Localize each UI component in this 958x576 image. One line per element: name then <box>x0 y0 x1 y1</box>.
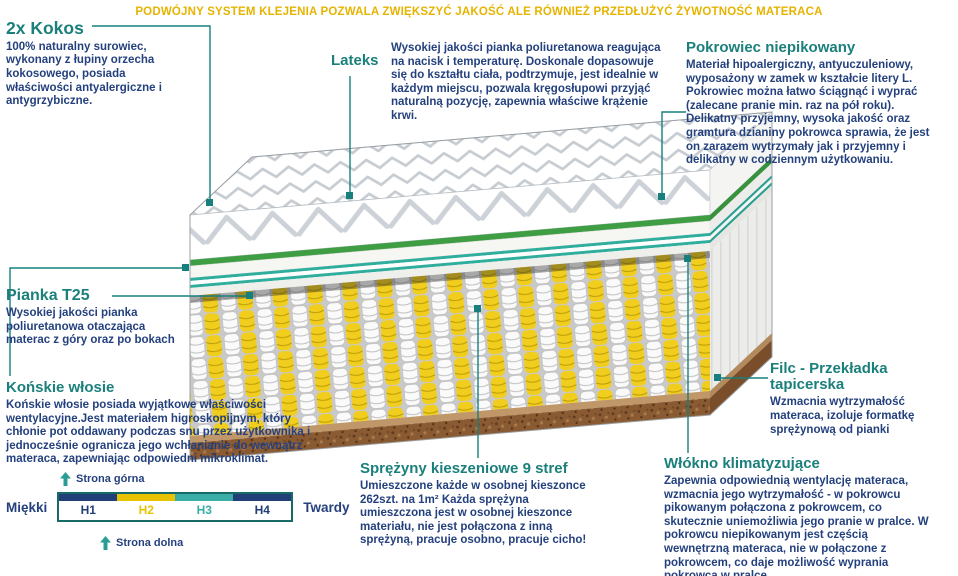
hardness-label: H3 <box>196 503 212 517</box>
connector-lateks-end <box>346 192 353 199</box>
connector-pokrowiec-end <box>658 193 665 200</box>
layer-teal-line-2 <box>190 240 710 288</box>
hardness-bar <box>59 494 118 501</box>
hardness-row: Miękki H1 H2 H3 H4 Twardy <box>6 492 350 522</box>
side-springs <box>710 193 772 391</box>
callout-sprezyny: Sprężyny kieszeniowe 9 stref Umieszczone… <box>360 460 595 548</box>
callout-pokrowiec: Pokrowiec niepikowany Materiał hipoalerg… <box>686 39 944 168</box>
connector-kokos-end <box>206 199 213 206</box>
callout-konskie-body: Końskie włosie posiada wyjątkowe właściw… <box>6 399 311 466</box>
connector-konskie-end <box>182 264 189 271</box>
hardness-bar <box>117 494 176 501</box>
callout-pianka: Pianka T25 Wysokiej jakości pianka poliu… <box>6 287 176 348</box>
callout-konskie-wlosie: Końskie włosie Końskie włosie posiada wy… <box>6 379 311 467</box>
callout-lateks-title: Lateks <box>331 52 379 69</box>
hardness-bar <box>175 494 234 501</box>
bottom-side-label: Strona dolna <box>100 536 183 550</box>
hardness-bar <box>233 494 292 501</box>
callout-lateks: Lateks Wysokiej jakości pianka poliureta… <box>331 42 669 123</box>
soft-label: Miękki <box>6 499 48 515</box>
layer-white-gap <box>190 236 710 285</box>
connector-sprezyny-end <box>474 305 481 312</box>
connector-pianka-end <box>246 292 253 299</box>
callout-wlokno-title: Włókno klimatyzujące <box>664 455 820 472</box>
arrow-up-icon <box>60 472 71 486</box>
connector-filc-end <box>714 374 721 381</box>
side-teal-2 <box>710 182 772 243</box>
layer-pocket-top <box>190 243 710 296</box>
bottom-side-text: Strona dolna <box>116 537 184 549</box>
hardness-level-h1: H1 <box>59 494 118 520</box>
layer-latex-white <box>189 220 711 279</box>
callout-lateks-body: Wysokiej jakości pianka poliuretanowa re… <box>391 42 661 122</box>
callout-filc-body: Wzmacnia wytrzymałość materaca, izoluje … <box>770 396 915 436</box>
callout-sprezyny-title: Sprężyny kieszeniowe 9 stref <box>360 460 568 477</box>
callout-pianka-title: Pianka T25 <box>6 287 90 304</box>
callout-kokos-title: 2x Kokos <box>6 18 84 38</box>
top-banner: PODWÓJNY SYSTEM KLEJENIA POZWALA ZWIĘKSZ… <box>135 6 823 18</box>
callout-konskie-title: Końskie włosie <box>6 379 115 396</box>
top-side-label: Strona górna <box>60 472 144 486</box>
side-base <box>710 340 772 415</box>
callout-pokrowiec-body: Materiał hipoalergiczny, antyuczuleniowy… <box>686 59 930 167</box>
hardness-level-h2: H2 <box>117 494 176 520</box>
connector-pokrowiec <box>661 111 686 197</box>
arrow-up-icon <box>100 536 111 550</box>
callout-wlokno: Włókno klimatyzujące Zapewnia odpowiedni… <box>664 455 934 576</box>
callout-kokos: 2x Kokos 100% naturalny surowiec, wykona… <box>6 19 186 109</box>
side-felt <box>710 333 772 398</box>
layer-teal-line-1 <box>190 233 710 281</box>
hardness-label: H1 <box>80 503 96 517</box>
callout-kokos-body: 100% naturalny surowiec, wykonany z łupi… <box>6 40 162 108</box>
callout-filc-title: Filc - Przekładka tapicerska <box>770 360 888 394</box>
hardness-label: H2 <box>138 503 154 517</box>
hardness-level-h3: H3 <box>175 494 234 520</box>
callout-pokrowiec-title: Pokrowiec niepikowany <box>686 39 856 56</box>
side-pocket <box>710 185 772 251</box>
callout-sprezyny-body: Umieszczone każde w osobnej kieszonce 26… <box>360 480 587 547</box>
side-teal-1 <box>710 175 772 236</box>
springs-top-shadow <box>190 251 710 303</box>
callout-pianka-body: Wysokiej jakości pianka poliuretanowa ot… <box>6 307 175 347</box>
hard-label: Twardy <box>303 499 350 515</box>
top-side-text: Strona górna <box>76 473 145 485</box>
hardness-scale: Strona górna Miękki H1 H2 H3 H4 Twardy Stro… <box>0 470 360 574</box>
callout-filc: Filc - Przekładka tapicerska Wzmacnia wy… <box>770 360 956 437</box>
connector-wlokno-end <box>684 255 691 262</box>
side-white-1 <box>710 163 772 233</box>
mattress-top-face <box>188 111 774 216</box>
layer-coconut-green <box>190 215 710 266</box>
side-white-2 <box>710 178 772 240</box>
hardness-level-h4: H4 <box>233 494 292 520</box>
callout-wlokno-body: Zapewnia odpowiednią wentylację materaca… <box>664 475 929 576</box>
layer-foam-front <box>189 169 711 261</box>
hardness-label: H4 <box>254 503 270 517</box>
hardness-levels-box: H1 H2 H3 H4 <box>57 492 294 522</box>
